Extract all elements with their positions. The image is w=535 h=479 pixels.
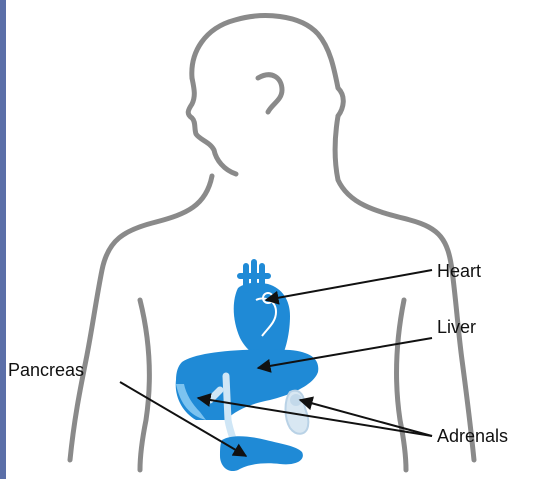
pancreas-icon bbox=[220, 436, 303, 471]
heart-icon bbox=[234, 262, 290, 364]
adrenals-label: Adrenals bbox=[437, 426, 508, 446]
heart-label: Heart bbox=[437, 261, 481, 281]
heart-arrow bbox=[266, 270, 432, 300]
pancreas-label: Pancreas bbox=[8, 360, 84, 380]
body-outline-icon bbox=[70, 16, 474, 470]
liver-label: Liver bbox=[437, 317, 476, 337]
